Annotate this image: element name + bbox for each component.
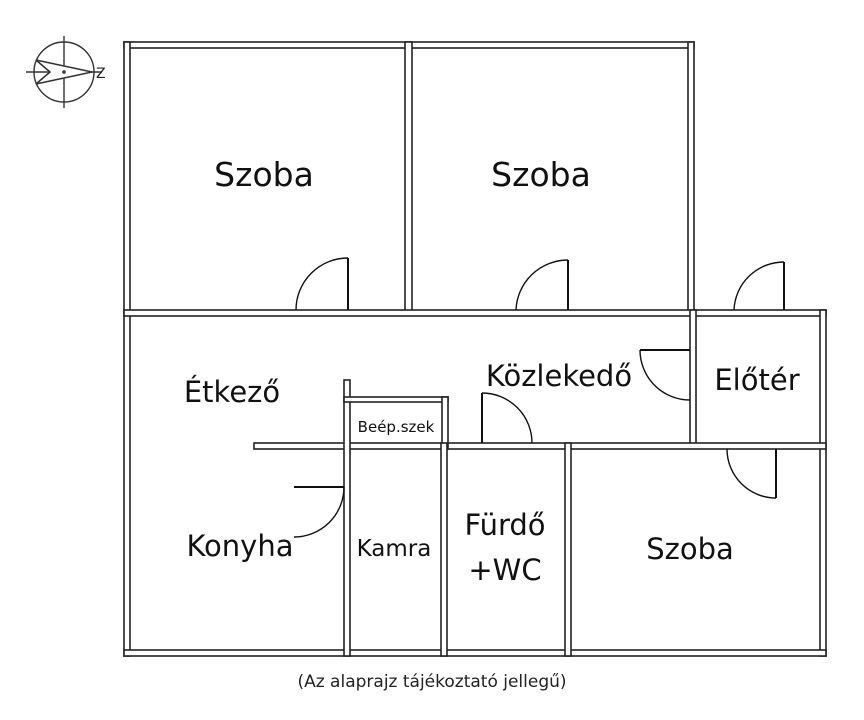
plan-caption: (Az alaprajz tájékoztató jellegű)	[297, 672, 567, 692]
room-label-szoba-bottom-right: Szoba	[646, 532, 734, 566]
door-top-left-room	[295, 257, 349, 311]
walls	[123, 41, 827, 657]
wall-top-rooms-divider	[404, 41, 413, 315]
door-kozlekedo-furdo	[481, 392, 533, 444]
door-top-middle-room	[515, 259, 569, 311]
compass-icon: Z	[26, 36, 106, 108]
room-labels: Szoba Szoba Étkező Közlekedő Előtér Beép…	[184, 155, 800, 587]
wall-kamra-furdo	[440, 442, 448, 657]
door-bottom-right-room	[726, 448, 777, 499]
doors	[293, 257, 785, 538]
room-label-kamra: Kamra	[357, 536, 432, 562]
wall-right-outer	[819, 309, 827, 657]
wall-middle-horizontal	[253, 442, 827, 450]
room-label-konyha: Konyha	[186, 529, 293, 563]
compass-letter: Z	[96, 66, 106, 82]
wall-top-block-left	[123, 41, 131, 657]
room-label-szoba-top-left: Szoba	[214, 155, 314, 194]
wall-eloter-left	[689, 309, 697, 446]
door-entrance	[733, 261, 785, 311]
room-label-szoba-top-middle: Szoba	[491, 155, 591, 194]
wall-beep-left	[343, 379, 351, 657]
room-label-kozlekedo: Közlekedő	[486, 359, 632, 393]
wall-furdo-szoba	[564, 442, 572, 657]
door-eloter-kozlekedo	[639, 349, 691, 401]
room-label-etkezo: Étkező	[184, 375, 280, 409]
room-label-beep-szek: Beép.szek	[358, 418, 435, 436]
wall-top-block-right	[687, 41, 695, 315]
wall-bottom-outer	[123, 649, 827, 657]
wall-beep-right	[441, 396, 449, 450]
wall-beep-top	[343, 396, 449, 403]
wall-top-rooms-bottom	[123, 309, 827, 317]
room-label-furdo: Fürdő	[464, 508, 545, 542]
room-label-eloter: Előtér	[714, 363, 799, 397]
room-label-furdo-wc: +WC	[468, 553, 541, 587]
door-konyha	[293, 486, 345, 538]
